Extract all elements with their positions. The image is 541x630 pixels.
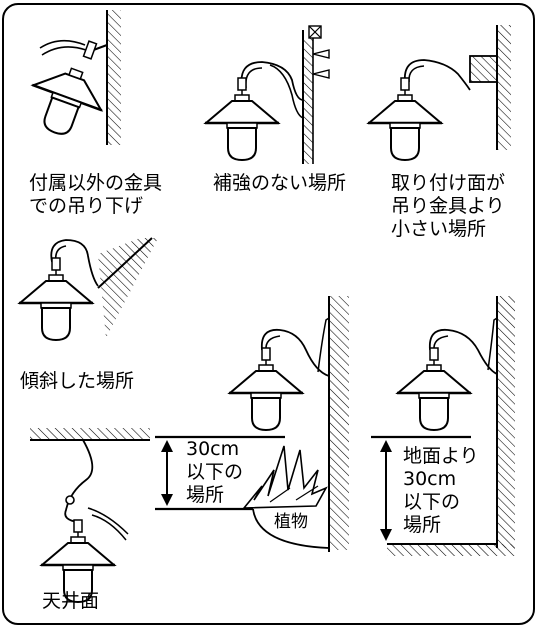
arrow-up-icon — [380, 440, 392, 452]
panel-slanted-place — [17, 237, 158, 342]
caption-small-mount-surface: 取り付け面が 吊り金具より 小さい場所 — [391, 172, 505, 241]
panel-ground-height — [371, 296, 515, 556]
caption-line: 30cm — [403, 468, 457, 490]
wall-hatch — [107, 10, 121, 145]
cord — [39, 39, 86, 49]
screw-anchor — [312, 69, 330, 79]
caption-line: 以下の — [403, 491, 461, 513]
caption-slanted-place: 傾斜した場所 — [20, 370, 134, 393]
caption-line: 吊り金具より — [391, 195, 505, 217]
plant-leaves — [242, 445, 328, 509]
soil-mound — [252, 508, 330, 549]
caption-non-included-bracket: 付属以外の金具 での吊り下げ — [29, 172, 162, 218]
caption-line: 以下の — [186, 461, 244, 483]
small-mount-block — [469, 55, 498, 83]
caption-unreinforced-place: 補強のない場所 — [213, 172, 346, 195]
screw-anchor — [312, 49, 330, 59]
caption-line: での吊り下げ — [29, 195, 144, 217]
caption-line: 小さい場所 — [391, 218, 487, 240]
panel-ceiling — [30, 428, 150, 604]
panel-unreinforced-place — [203, 25, 330, 164]
outer-frame — [2, 3, 535, 625]
panel-non-included-bracket — [30, 10, 121, 145]
slant-wall-line — [97, 237, 153, 289]
caption-line: 場所 — [186, 484, 225, 506]
arrow-down-icon — [161, 494, 173, 506]
caption-line: 取り付け面が — [391, 172, 506, 194]
caption-line: 場所 — [403, 514, 442, 536]
panel-small-mount-surface — [366, 25, 511, 162]
arrow-down-icon — [380, 529, 392, 541]
caption-line: 天井面 — [42, 590, 100, 612]
caption-line: 30cm — [186, 438, 240, 460]
caption-line: 地面より — [403, 445, 479, 467]
panel-plant-height — [155, 296, 349, 552]
caption-plant-label: 植物 — [274, 512, 308, 532]
caption-line: 付属以外の金具 — [29, 172, 163, 194]
caption-ceiling: 天井面 — [42, 590, 99, 613]
caption-ground-height: 地面より 30cm 以下の 場所 — [403, 445, 479, 537]
caption-line: 植物 — [274, 512, 308, 532]
caption-line: 補強のない場所 — [213, 172, 347, 194]
caption-line: 傾斜した場所 — [20, 370, 135, 392]
caption-plant-height: 30cm 以下の 場所 — [186, 438, 243, 507]
arrow-up-icon — [161, 440, 173, 452]
